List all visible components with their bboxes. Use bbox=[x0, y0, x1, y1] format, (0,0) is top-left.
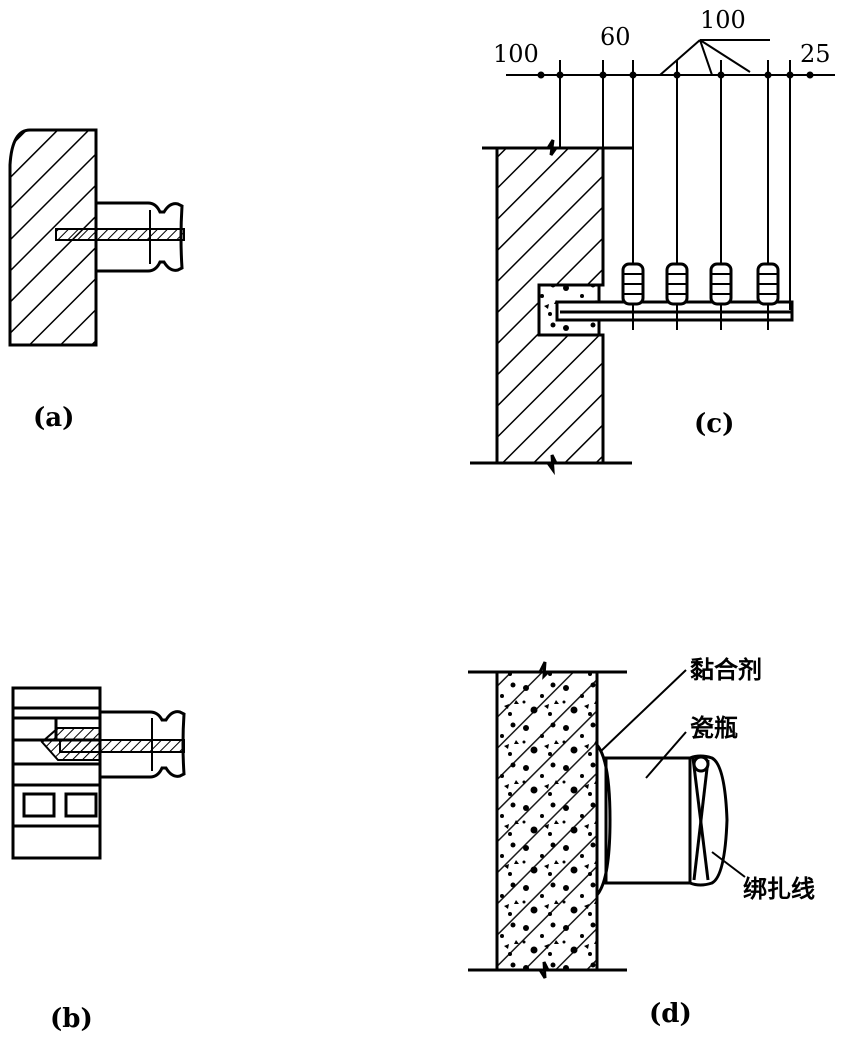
panel-b-label: (b) bbox=[50, 1004, 93, 1034]
panel-a-label: (a) bbox=[33, 403, 74, 433]
insulator-icon bbox=[709, 262, 733, 306]
insulator-icon bbox=[756, 262, 780, 306]
panel-c: 100 60 100 25 bbox=[470, 6, 835, 476]
brick-wall-b bbox=[11, 686, 102, 860]
callout-porcelain-insulator: 瓷瓶 bbox=[690, 714, 738, 742]
bolt-icon bbox=[55, 228, 185, 241]
insulator-icon bbox=[621, 262, 645, 306]
dim-left: 100 bbox=[493, 40, 539, 68]
concrete-wall-d bbox=[468, 661, 627, 979]
porcelain-insulator-icon bbox=[604, 754, 729, 887]
callout-binding-wire: 绑扎线 bbox=[743, 875, 815, 903]
insulator-icon bbox=[665, 262, 689, 306]
dimension-line bbox=[506, 39, 835, 330]
panel-c-label: (c) bbox=[694, 409, 734, 439]
dim-spacing: 100 bbox=[700, 6, 746, 34]
wall-section-a bbox=[8, 128, 98, 347]
panel-d-label: (d) bbox=[649, 999, 692, 1029]
panel-b bbox=[11, 686, 186, 860]
dim-second: 60 bbox=[600, 23, 631, 51]
insulator-row bbox=[621, 262, 780, 306]
dim-right: 25 bbox=[800, 40, 831, 68]
bolt-icon bbox=[59, 739, 185, 753]
panel-d: 黏合剂 瓷瓶 绑扎线 bbox=[468, 656, 815, 979]
panel-a bbox=[8, 128, 185, 347]
leader-lines bbox=[599, 669, 746, 878]
callout-adhesive: 黏合剂 bbox=[690, 656, 762, 684]
binding-wire-icon bbox=[691, 755, 710, 881]
